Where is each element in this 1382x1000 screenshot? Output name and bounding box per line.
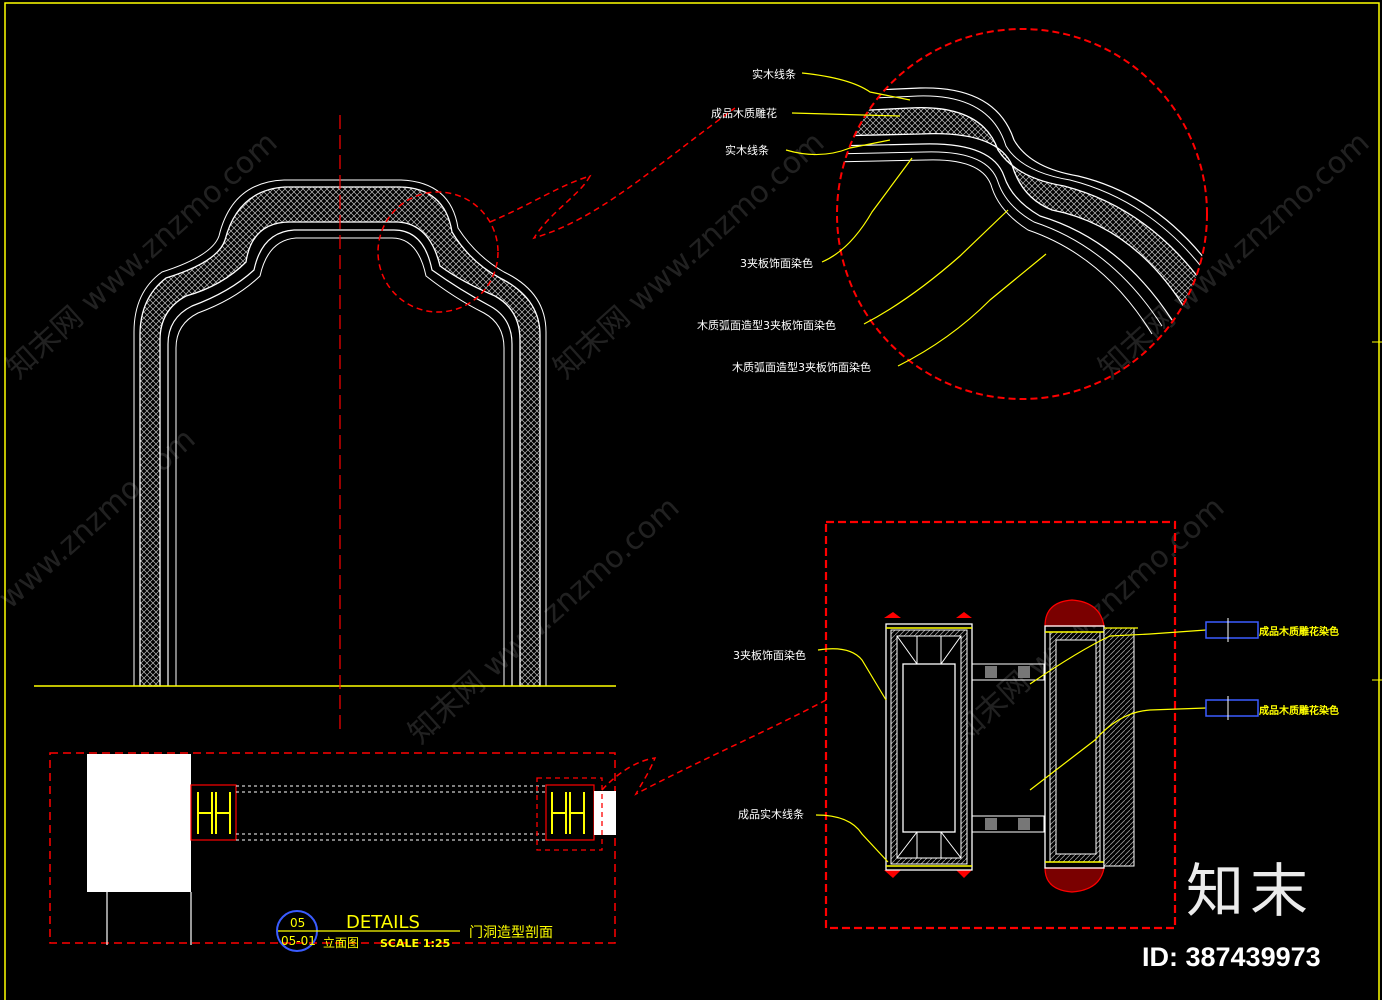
detail-moulding-line — [837, 95, 1207, 297]
leader-line — [815, 814, 889, 863]
watermark-text: www.znzmo.com — [0, 422, 202, 616]
title-details: DETAILS — [346, 912, 420, 933]
arch-carving-band — [139, 186, 541, 687]
leader-line — [817, 648, 887, 701]
arch-moulding-line — [133, 179, 547, 686]
enlarged-detail — [836, 28, 1208, 400]
label-section-trim: 成品实木线条 — [738, 807, 804, 821]
leader-line — [821, 157, 913, 263]
detail-moulding-line — [837, 151, 1163, 327]
title-description: 门洞造型剖面 — [469, 925, 553, 941]
label-arc-plywood-2: 木质弧面造型3夹板饰面染色 — [732, 360, 871, 374]
leader-line — [791, 112, 901, 117]
watermark-text: 知末网 www.znzmo.com — [547, 125, 831, 386]
label-arc-plywood-1: 木质弧面造型3夹板饰面染色 — [697, 318, 836, 332]
detail-moulding-line — [837, 143, 1173, 321]
brand-logo: 知末 — [1186, 857, 1315, 925]
label-solid-wood-trim-2: 实木线条 — [725, 143, 769, 157]
title-block: 05 05-01 DETAILS 立面图 SCALE 1:25 门洞造型剖面 — [276, 910, 553, 952]
marker-box — [1205, 699, 1259, 717]
watermark-layer: 知末网 www.znzmo.com 知末网 www.znzmo.com 知末网 … — [0, 125, 1376, 751]
watermark-text: 知末网 www.znzmo.com — [1092, 125, 1376, 386]
jamb-callout-leader — [601, 699, 827, 796]
label-carved-wood-panel: 成品木质雕花 — [711, 106, 777, 120]
detail-moulding-line — [837, 159, 1153, 335]
leader-line — [785, 139, 891, 156]
watermark-text: 知末网 www.znzmo.com — [402, 490, 686, 751]
detail-circle — [836, 28, 1208, 400]
detail-bubble-top: 05 — [290, 916, 305, 930]
label-section-plywood: 3夹板饰面染色 — [733, 648, 806, 662]
wall-block-white — [87, 754, 191, 892]
arch-moulding-line — [175, 237, 505, 686]
leader-line — [863, 209, 1009, 325]
section-jamb-left — [884, 612, 973, 878]
jamb-right — [545, 784, 616, 841]
detail-callout-leader — [489, 107, 736, 240]
title-elevation: 立面图 — [323, 935, 359, 950]
top-leaders — [785, 72, 1047, 367]
section-jamb-right — [1044, 599, 1138, 893]
jamb-left — [190, 784, 237, 841]
detail-callout-circle — [377, 191, 499, 313]
section-leaders — [815, 629, 1207, 863]
jamb-callout-box — [536, 777, 603, 851]
asset-id: ID: 387439973 — [1142, 942, 1321, 972]
detail-bubble-bottom: 05-01 — [281, 934, 316, 948]
detail-carving-band — [837, 107, 1207, 311]
arch-moulding-line — [167, 229, 513, 686]
label-right-carved-1: 成品木质雕花染色 — [1259, 625, 1339, 638]
section-detail-border — [824, 520, 1177, 930]
leader-line — [801, 72, 911, 101]
door-arch-elevation — [34, 107, 736, 735]
label-solid-wood-trim-1: 实木线条 — [752, 67, 796, 81]
title-scale: SCALE 1:25 — [380, 937, 450, 950]
sheet-frame — [4, 2, 1380, 1000]
leader-line — [897, 253, 1047, 367]
leader-line — [1029, 707, 1207, 791]
jamb-section-detail — [815, 520, 1259, 930]
plan-section — [49, 699, 827, 945]
detail-moulding-line — [837, 87, 1207, 293]
label-plywood-paint: 3夹板饰面染色 — [740, 256, 813, 270]
leader-line — [1029, 629, 1207, 685]
section-connectors — [971, 663, 1045, 833]
marker-box — [1205, 621, 1259, 639]
label-right-carved-2: 成品木质雕花染色 — [1259, 704, 1339, 717]
